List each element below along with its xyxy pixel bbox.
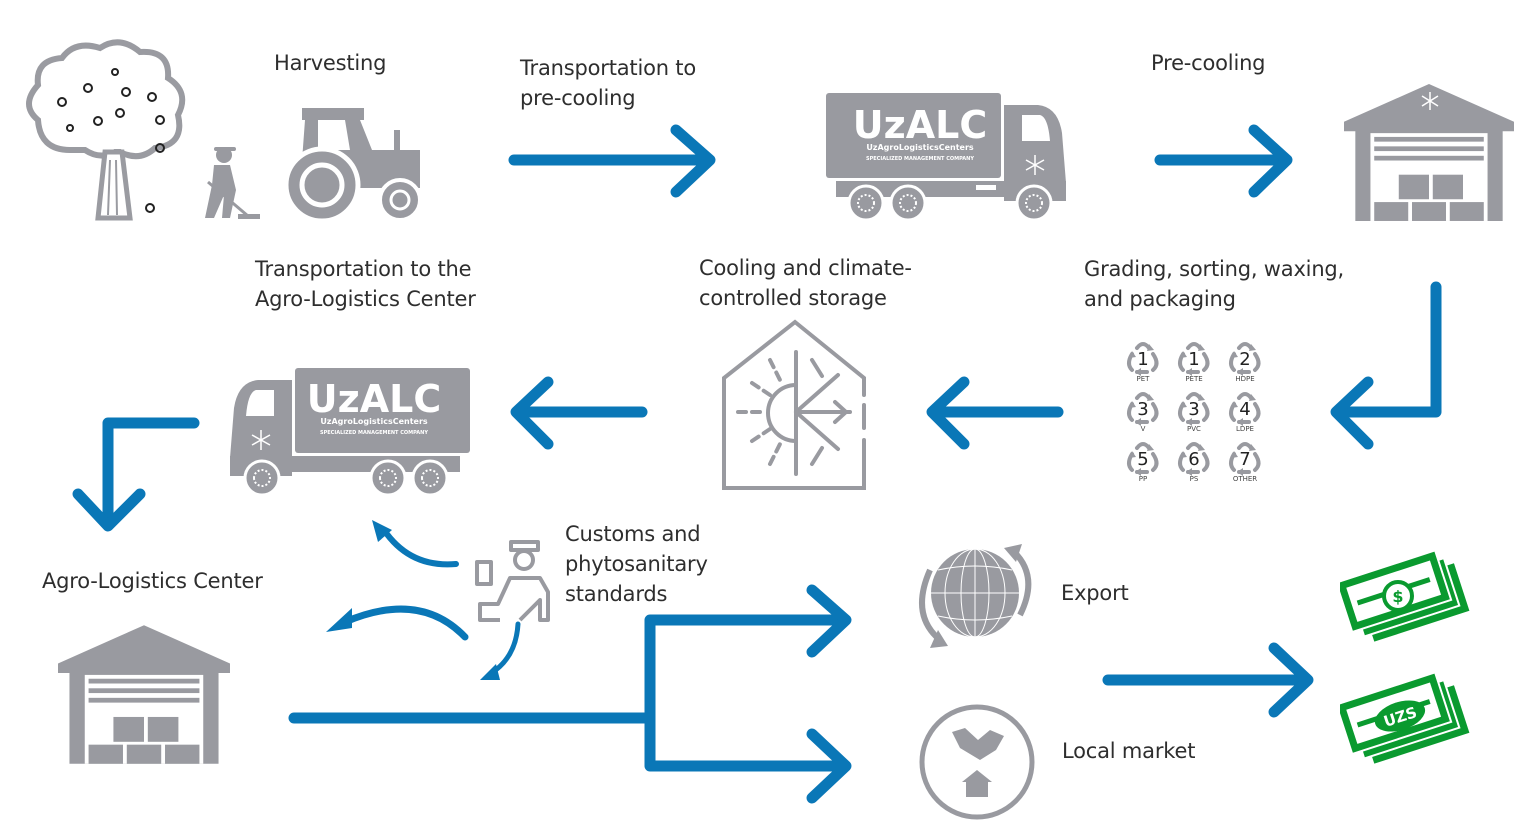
flow-arrow-storage-to-transport bbox=[510, 376, 648, 450]
step-label-grading: Grading, sorting, waxing, and packaging bbox=[1084, 257, 1345, 311]
handshake-house-icon bbox=[919, 704, 1035, 820]
globe-icon bbox=[919, 544, 1032, 648]
step-label-alc: Agro-Logistics Center bbox=[42, 569, 263, 593]
warehouse-icon bbox=[58, 625, 230, 764]
truck-subtitle: UzAgroLogisticsCenters bbox=[320, 417, 428, 426]
recycling-code-label: PET bbox=[1137, 375, 1151, 383]
tractor-icon bbox=[283, 108, 422, 224]
uzs-banknotes-icon: UZS bbox=[1336, 668, 1469, 769]
truck-tagline: SPECIALIZED MANAGEMENT COMPANY bbox=[866, 156, 974, 162]
recycling-code-label: OTHER bbox=[1233, 475, 1257, 483]
recycling-code-number: 3 bbox=[1188, 399, 1199, 420]
farmer-icon bbox=[205, 147, 260, 219]
step-label-transport-alc: Transportation to the Agro-Logistics Cen… bbox=[255, 257, 476, 311]
flow-arrow-harvest-to-transport bbox=[508, 124, 716, 198]
recycling-code-number: 7 bbox=[1239, 449, 1250, 470]
dollar-banknotes-icon: $ bbox=[1336, 546, 1469, 647]
recycling-code: 6PS bbox=[1178, 442, 1210, 483]
recycling-code: 3V bbox=[1127, 392, 1159, 433]
truck-brand: UzALC bbox=[853, 103, 987, 147]
dollar-symbol: $ bbox=[1392, 587, 1403, 606]
flow-arrow-grading-to-storage bbox=[926, 376, 1064, 450]
step-label-export: Export bbox=[1061, 581, 1129, 605]
recycling-code-number: 6 bbox=[1188, 449, 1199, 470]
refrigerated-truck-icon: UzALC UzAgroLogisticsCenters SPECIALIZED… bbox=[826, 93, 1068, 222]
truck-brand: UzALC bbox=[307, 377, 441, 421]
customs-officer-icon bbox=[475, 540, 550, 622]
recycling-code-label: PS bbox=[1190, 475, 1199, 483]
recycling-code-label: PP bbox=[1139, 475, 1147, 483]
step-label-customs: Customs and phytosanitary standards bbox=[565, 522, 708, 606]
step-label-precooling: Pre-cooling bbox=[1151, 51, 1266, 75]
climate-house-icon bbox=[722, 319, 866, 490]
recycling-code-label: PETE bbox=[1185, 375, 1202, 383]
recycling-code-number: 1 bbox=[1137, 349, 1148, 370]
flow-arrow-precooling-to-grading bbox=[1330, 281, 1442, 450]
truck-subtitle: UzAgroLogisticsCenters bbox=[866, 143, 974, 152]
recycling-code-label: V bbox=[1141, 425, 1146, 433]
recycling-code-label: LDPE bbox=[1236, 425, 1254, 433]
step-label-transport-precooling: Transportation to pre-cooling bbox=[520, 56, 696, 110]
flow-arrow-transport-to-precooling bbox=[1154, 124, 1293, 198]
step-label-cooling-storage: Cooling and climate- controlled storage bbox=[699, 256, 912, 310]
flow-arrow-markets-to-revenue bbox=[1102, 642, 1314, 718]
recycling-code-number: 4 bbox=[1239, 399, 1250, 420]
cold-warehouse-icon bbox=[1344, 84, 1514, 221]
step-label-harvesting: Harvesting bbox=[274, 51, 387, 75]
recycling-code: 5PP bbox=[1127, 442, 1159, 483]
truck-tagline: SPECIALIZED MANAGEMENT COMPANY bbox=[320, 430, 428, 436]
flow-arrow-transport-to-alc bbox=[72, 417, 200, 532]
recycling-code-number: 5 bbox=[1137, 449, 1148, 470]
recycling-code-number: 3 bbox=[1137, 399, 1148, 420]
flow-arrow-alc-to-markets bbox=[288, 584, 852, 804]
fruit-tree-icon bbox=[26, 39, 186, 221]
customs-arrowheads bbox=[326, 520, 500, 680]
step-label-local-market: Local market bbox=[1062, 739, 1196, 763]
recycling-code-label: PVC bbox=[1187, 425, 1201, 433]
recycling-code-number: 2 bbox=[1239, 349, 1250, 370]
recycling-code-number: 1 bbox=[1188, 349, 1199, 370]
recycling-code-label: HDPE bbox=[1235, 375, 1254, 383]
refrigerated-truck-icon: UzALC UzAgroLogisticsCenters SPECIALIZED… bbox=[228, 368, 470, 497]
